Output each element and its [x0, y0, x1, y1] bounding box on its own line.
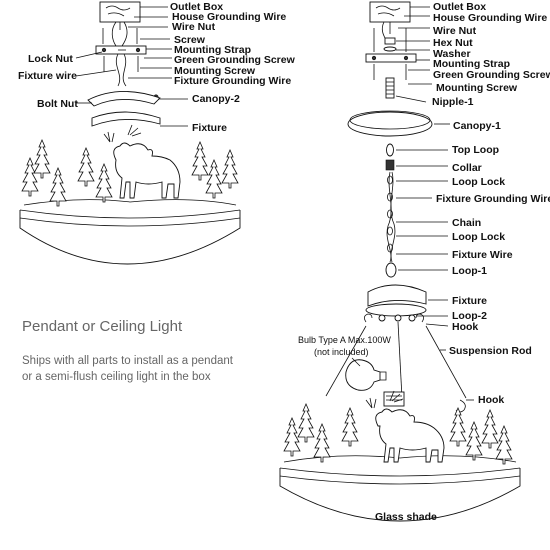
- right-label-hook-1: Hook: [452, 321, 478, 333]
- right-mounting-strap: [365, 53, 417, 63]
- right-label-chain: Chain: [452, 217, 481, 229]
- left-label-house-ground: House Grounding Wire: [172, 11, 286, 23]
- caption-line2: or a semi-flush ceiling light in the box: [22, 371, 211, 383]
- left-labels: Outlet Box House Grounding Wire Wire Nut…: [18, 1, 296, 134]
- right-loop1: [385, 262, 397, 278]
- right-assembly: [279, 1, 521, 522]
- right-label-mounting-strap: Mounting Strap: [433, 58, 510, 70]
- right-label-bulb-type: Bulb Type A Max.100W: [298, 335, 391, 345]
- caption-line1: Ships with all parts to install as a pen…: [22, 355, 234, 367]
- left-moose: [103, 124, 181, 199]
- right-label-green-ground-screw: Green Grounding Screw: [433, 69, 550, 81]
- right-glass-bowl: [279, 468, 521, 522]
- right-label-loop-lock-1: Loop Lock: [452, 176, 505, 188]
- left-label-wire-nut: Wire Nut: [172, 21, 216, 33]
- right-label-loop2: Loop-2: [452, 310, 487, 322]
- bulb: [345, 359, 387, 391]
- right-outlet-box: [369, 1, 411, 23]
- right-label-fixture-wire: Fixture Wire: [452, 249, 513, 261]
- left-label-mounting-strap: Mounting Strap: [174, 44, 251, 56]
- right-label-wire-nut: Wire Nut: [433, 25, 477, 37]
- right-label-nipple1: Nipple-1: [432, 96, 474, 108]
- right-label-top-loop: Top Loop: [452, 144, 499, 156]
- right-collar: [385, 159, 395, 171]
- left-label-mounting-screw: Mounting Screw: [174, 65, 256, 77]
- right-fixture-top: [367, 284, 427, 307]
- right-label-bulb-note: (not included): [314, 347, 369, 357]
- left-glass-bowl: [19, 210, 241, 265]
- left-label-bolt-nut: Bolt Nut: [37, 98, 78, 110]
- right-chain: [386, 171, 396, 263]
- left-canopy: [87, 91, 161, 107]
- left-label-fixture: Fixture: [192, 122, 227, 134]
- left-label-outlet-box: Outlet Box: [170, 1, 223, 13]
- right-label-fixture: Fixture: [452, 295, 487, 307]
- caption-title: Pendant or Ceiling Light: [22, 318, 183, 335]
- left-label-screw: Screw: [174, 34, 206, 46]
- left-fixture-top: [91, 111, 161, 127]
- left-assembly: [19, 1, 241, 265]
- right-label-hex-nut: Hex Nut: [433, 37, 473, 49]
- left-label-fixture-wire: Fixture wire: [18, 70, 77, 82]
- left-label-fixture-ground-wire: Fixture Grounding Wire: [174, 75, 291, 87]
- caption: Pendant or Ceiling Light Ships with all …: [22, 318, 234, 383]
- right-labels: Outlet Box House Grounding Wire Wire Nut…: [298, 1, 550, 523]
- right-label-collar: Collar: [452, 162, 482, 174]
- right-washer: [383, 46, 397, 52]
- right-label-suspension-rod: Suspension Rod: [449, 345, 532, 357]
- left-label-canopy2: Canopy-2: [192, 93, 240, 105]
- right-top-loop: [386, 143, 394, 157]
- right-hex-nut: [384, 37, 396, 45]
- right-label-loop-lock-2: Loop Lock: [452, 231, 505, 243]
- left-outlet-box: [99, 1, 141, 30]
- right-label-hook-2: Hook: [478, 394, 504, 406]
- right-label-canopy1: Canopy-1: [453, 120, 501, 132]
- right-label-outlet-box: Outlet Box: [433, 1, 486, 13]
- right-label-house-ground: House Grounding Wire: [433, 12, 547, 24]
- left-label-green-ground-screw: Green Grounding Screw: [174, 54, 296, 66]
- left-label-lock-nut: Lock Nut: [28, 53, 73, 65]
- right-nipple: [385, 77, 395, 99]
- right-moose: [365, 390, 445, 463]
- right-label-washer: Washer: [433, 48, 471, 60]
- right-label-fixture-ground-wire: Fixture Grounding Wire: [436, 193, 550, 205]
- right-label-mounting-screw: Mounting Screw: [436, 82, 518, 94]
- right-canopy: [347, 111, 433, 137]
- right-label-loop1: Loop-1: [452, 265, 487, 277]
- right-label-glass-shade: Glass shade: [375, 511, 437, 523]
